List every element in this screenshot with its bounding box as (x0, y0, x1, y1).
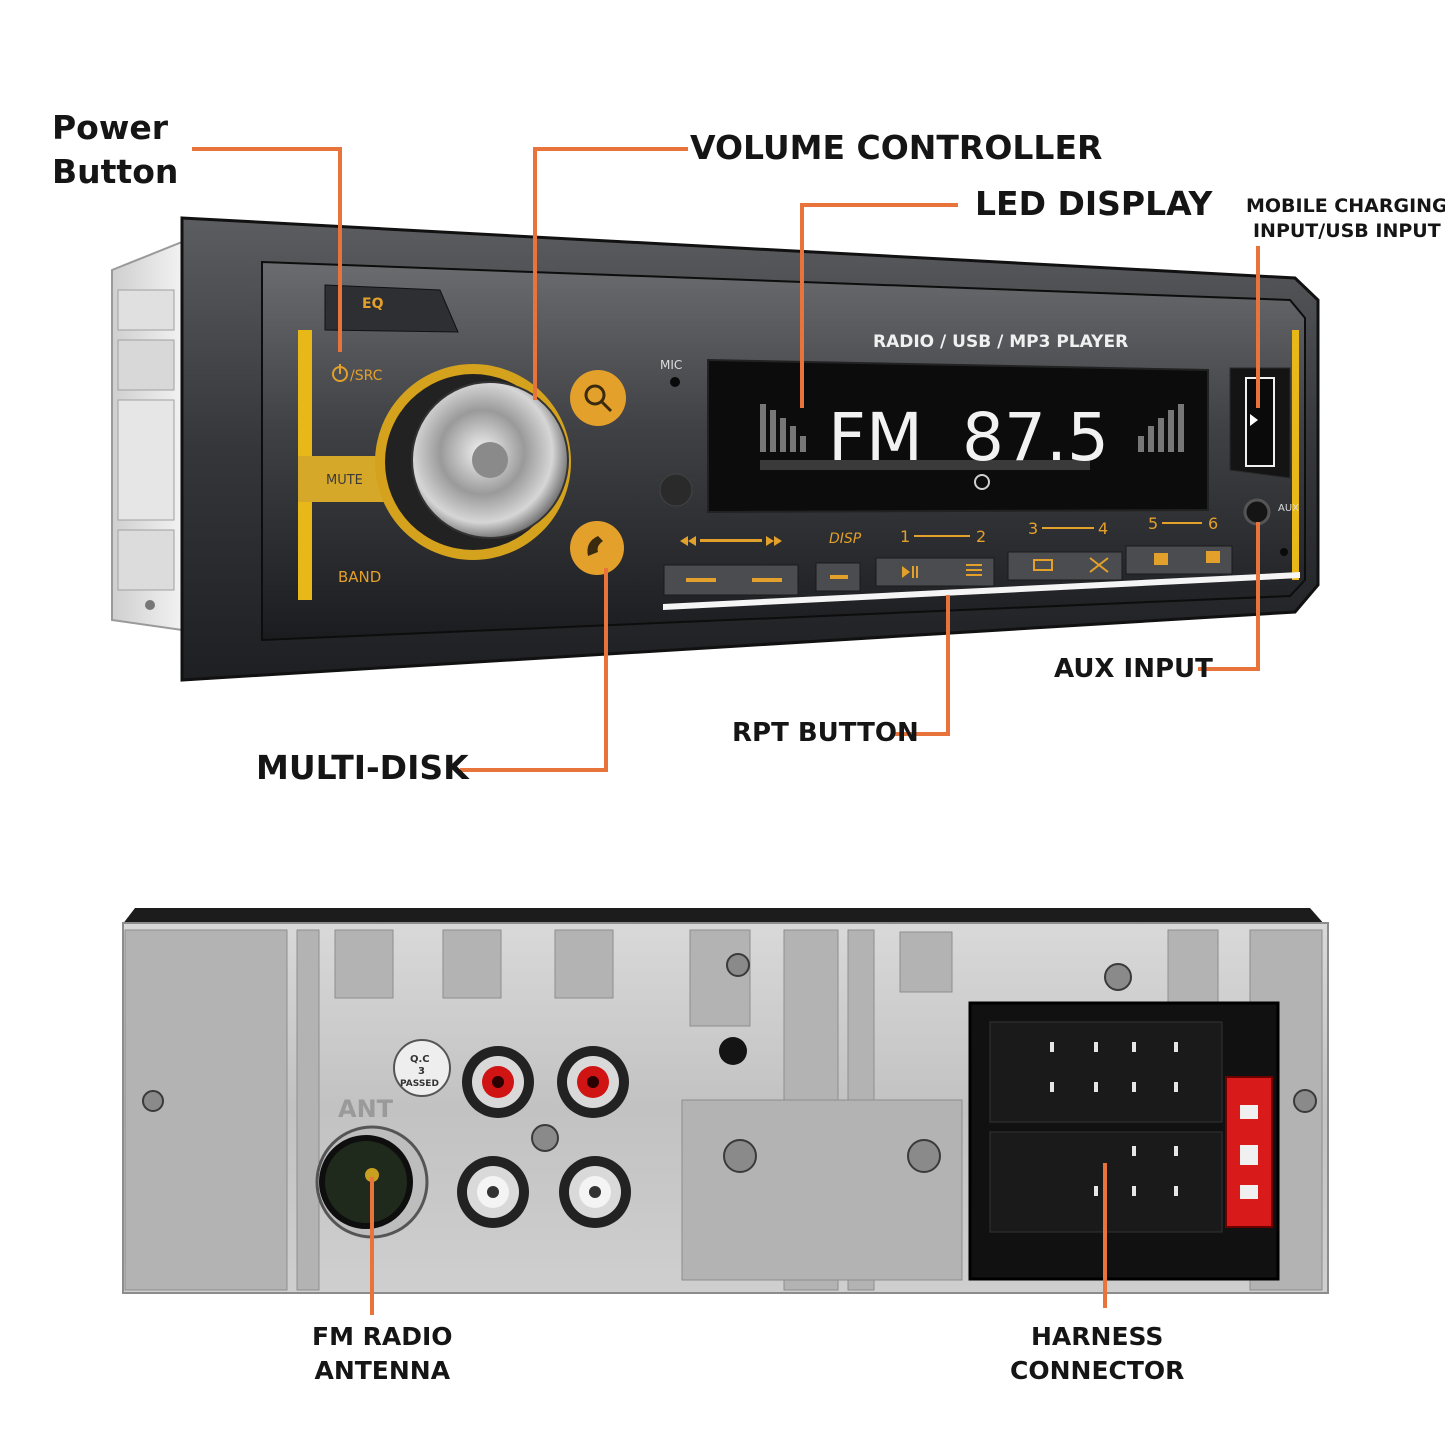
mic-hole (670, 377, 680, 387)
power-src-button[interactable]: /SRC (332, 364, 383, 384)
screw (531, 1124, 559, 1152)
repeat-icon (1033, 559, 1053, 571)
callout-power-line1: Power (52, 108, 168, 147)
usb-play-icon (1250, 414, 1258, 426)
metal-cage (111, 240, 183, 632)
bluetooth-icon (974, 474, 990, 490)
eq-label: EQ (362, 296, 384, 312)
player-title: RADIO / USB / MP3 PLAYER (873, 332, 1128, 352)
front-view: EQ /SRC MUTE BAND MIC RADIO / USB / MP3 … (111, 216, 1320, 682)
ant-label: ANT (338, 1095, 394, 1123)
rca-jack-red-right[interactable] (557, 1046, 629, 1118)
rca-jack-red-left[interactable] (462, 1046, 534, 1118)
callout-rpt-button: RPT BUTTON (732, 718, 919, 748)
spectrum-right (1138, 404, 1184, 452)
preset-6-label: 6 (1208, 514, 1218, 533)
prev-track-icon (680, 536, 696, 546)
mounting-hole (719, 1037, 747, 1065)
next-track-icon (766, 536, 782, 546)
eq-button[interactable]: EQ (324, 284, 459, 333)
shuffle-icon (1089, 557, 1109, 573)
power-label: /SRC (350, 368, 383, 384)
qc-sticker: Q.C 3 PASSED (393, 1039, 451, 1097)
callout-volume-controller: VOLUME CONTROLLER (690, 128, 1103, 167)
screw (142, 1090, 164, 1112)
mic-label: MIC (660, 358, 682, 372)
callout-multi-disk: MULTI-DISK (256, 748, 469, 787)
right-light-bar (1292, 330, 1299, 580)
disp-label: DISP (829, 531, 862, 547)
front-trim (663, 572, 1300, 610)
callout-antenna-line1: FM RADIO (312, 1322, 453, 1351)
folder-down-icon (1154, 553, 1168, 565)
qc-line2: 3 (418, 1066, 425, 1077)
speaker-grille (659, 473, 693, 507)
band-label: BAND (338, 568, 381, 586)
indicator-dot (1280, 548, 1288, 556)
rca-jack-white-left[interactable] (457, 1156, 529, 1228)
preset-4-label: 4 (1098, 519, 1108, 538)
callout-harness-connector: HARNESS CONNECTOR (1010, 1320, 1184, 1388)
preset-1-2-button[interactable] (875, 557, 995, 587)
back-screws (142, 953, 1317, 1173)
play-pause-icon (902, 566, 910, 578)
spectrum-left (760, 404, 1090, 470)
screw (723, 1139, 757, 1173)
preset-1-label: 1 (900, 527, 910, 546)
preset-5-label: 5 (1148, 514, 1158, 533)
callout-aux-input: AUX INPUT (1054, 654, 1213, 684)
aux-label: AUX (1278, 503, 1299, 514)
callout-antenna-line2: ANTENNA (314, 1356, 451, 1385)
callout-mobile-charging: MOBILE CHARGING INPUT/USB INPUT (1246, 194, 1445, 244)
screw (1293, 1089, 1317, 1113)
usb-port[interactable] (1229, 367, 1291, 479)
preset-3-4-button[interactable] (1007, 551, 1123, 581)
callout-harness-line1: HARNESS (1031, 1322, 1164, 1351)
mute-label: MUTE (326, 473, 363, 488)
rca-jack-white-right[interactable] (559, 1156, 631, 1228)
callout-led-display: LED DISPLAY (975, 184, 1213, 223)
harness-connector-block[interactable] (968, 1001, 1280, 1281)
search-button[interactable] (570, 370, 626, 426)
back-view: ANT Q.C 3 PASSED (122, 908, 1329, 1294)
callout-power-line2: Button (52, 152, 179, 191)
volume-knob[interactable] (375, 364, 571, 560)
back-top-edge (122, 908, 1325, 925)
screw (726, 953, 750, 977)
qc-line1: Q.C (410, 1054, 430, 1065)
callout-harness-line2: CONNECTOR (1010, 1356, 1185, 1385)
display-band: FM (828, 399, 923, 476)
screw (907, 1139, 941, 1173)
callout-mobile-line2: INPUT/USB INPUT (1252, 220, 1441, 242)
list-icon (966, 564, 982, 566)
harness-pins (1050, 1042, 1178, 1196)
preset-3-label: 3 (1028, 519, 1038, 538)
phone-button[interactable] (570, 521, 624, 575)
mute-button[interactable]: MUTE (298, 456, 386, 502)
folder-up-icon (1206, 551, 1220, 563)
display-frequency: 87.5 (962, 399, 1109, 476)
screw (1104, 963, 1132, 991)
antenna-jack[interactable] (315, 1125, 429, 1239)
callout-mobile-line1: MOBILE CHARGING (1246, 195, 1445, 217)
preset-2-label: 2 (976, 527, 986, 546)
phone-icon (587, 536, 603, 556)
qc-line3: PASSED (400, 1079, 439, 1089)
led-display: FM 87.5 (707, 358, 1209, 514)
callout-power-button: Power Button (52, 106, 178, 194)
callout-fm-radio-antenna: FM RADIO ANTENNA (312, 1320, 453, 1388)
